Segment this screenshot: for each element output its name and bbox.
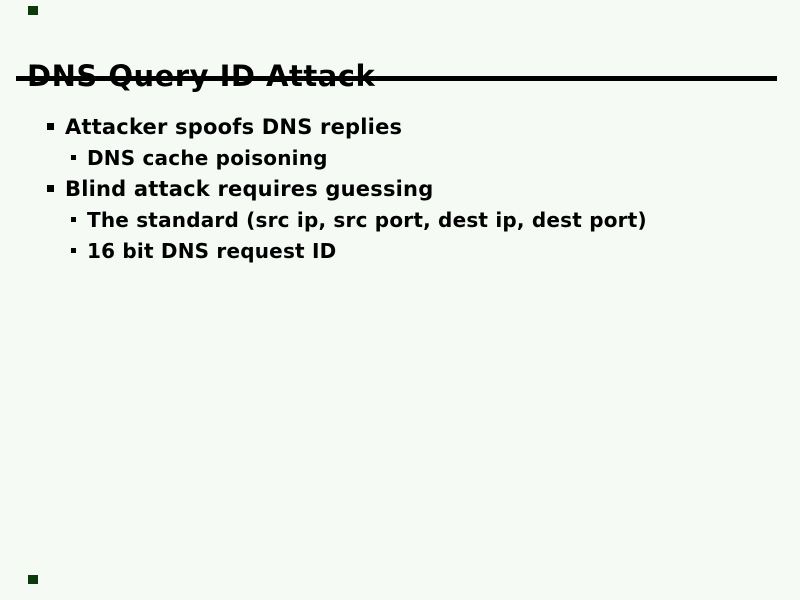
- list-item: The standard (src ip, src port, dest ip,…: [0, 204, 800, 235]
- list-item: Blind attack requires guessing: [0, 173, 800, 204]
- square-bullet-icon: [71, 248, 76, 253]
- list-item: Attacker spoofs DNS replies: [0, 111, 800, 142]
- list-item-label: Blind attack requires guessing: [65, 176, 434, 201]
- list-item: 16 bit DNS request ID: [0, 235, 800, 266]
- square-bullet-icon: [47, 123, 54, 130]
- list-item: DNS cache poisoning: [0, 142, 800, 173]
- list-item-label: 16 bit DNS request ID: [87, 238, 337, 263]
- square-bullet-icon: [47, 185, 54, 192]
- square-bullet-icon: [71, 155, 76, 160]
- square-bullet-icon: [71, 217, 76, 222]
- list-item-label: Attacker spoofs DNS replies: [65, 114, 403, 139]
- corner-marker-bottom-icon: [28, 575, 38, 584]
- title-underline: [16, 76, 777, 81]
- list-item-label: DNS cache poisoning: [87, 145, 328, 170]
- corner-marker-top-icon: [28, 6, 38, 15]
- list-item-label: The standard (src ip, src port, dest ip,…: [87, 207, 647, 232]
